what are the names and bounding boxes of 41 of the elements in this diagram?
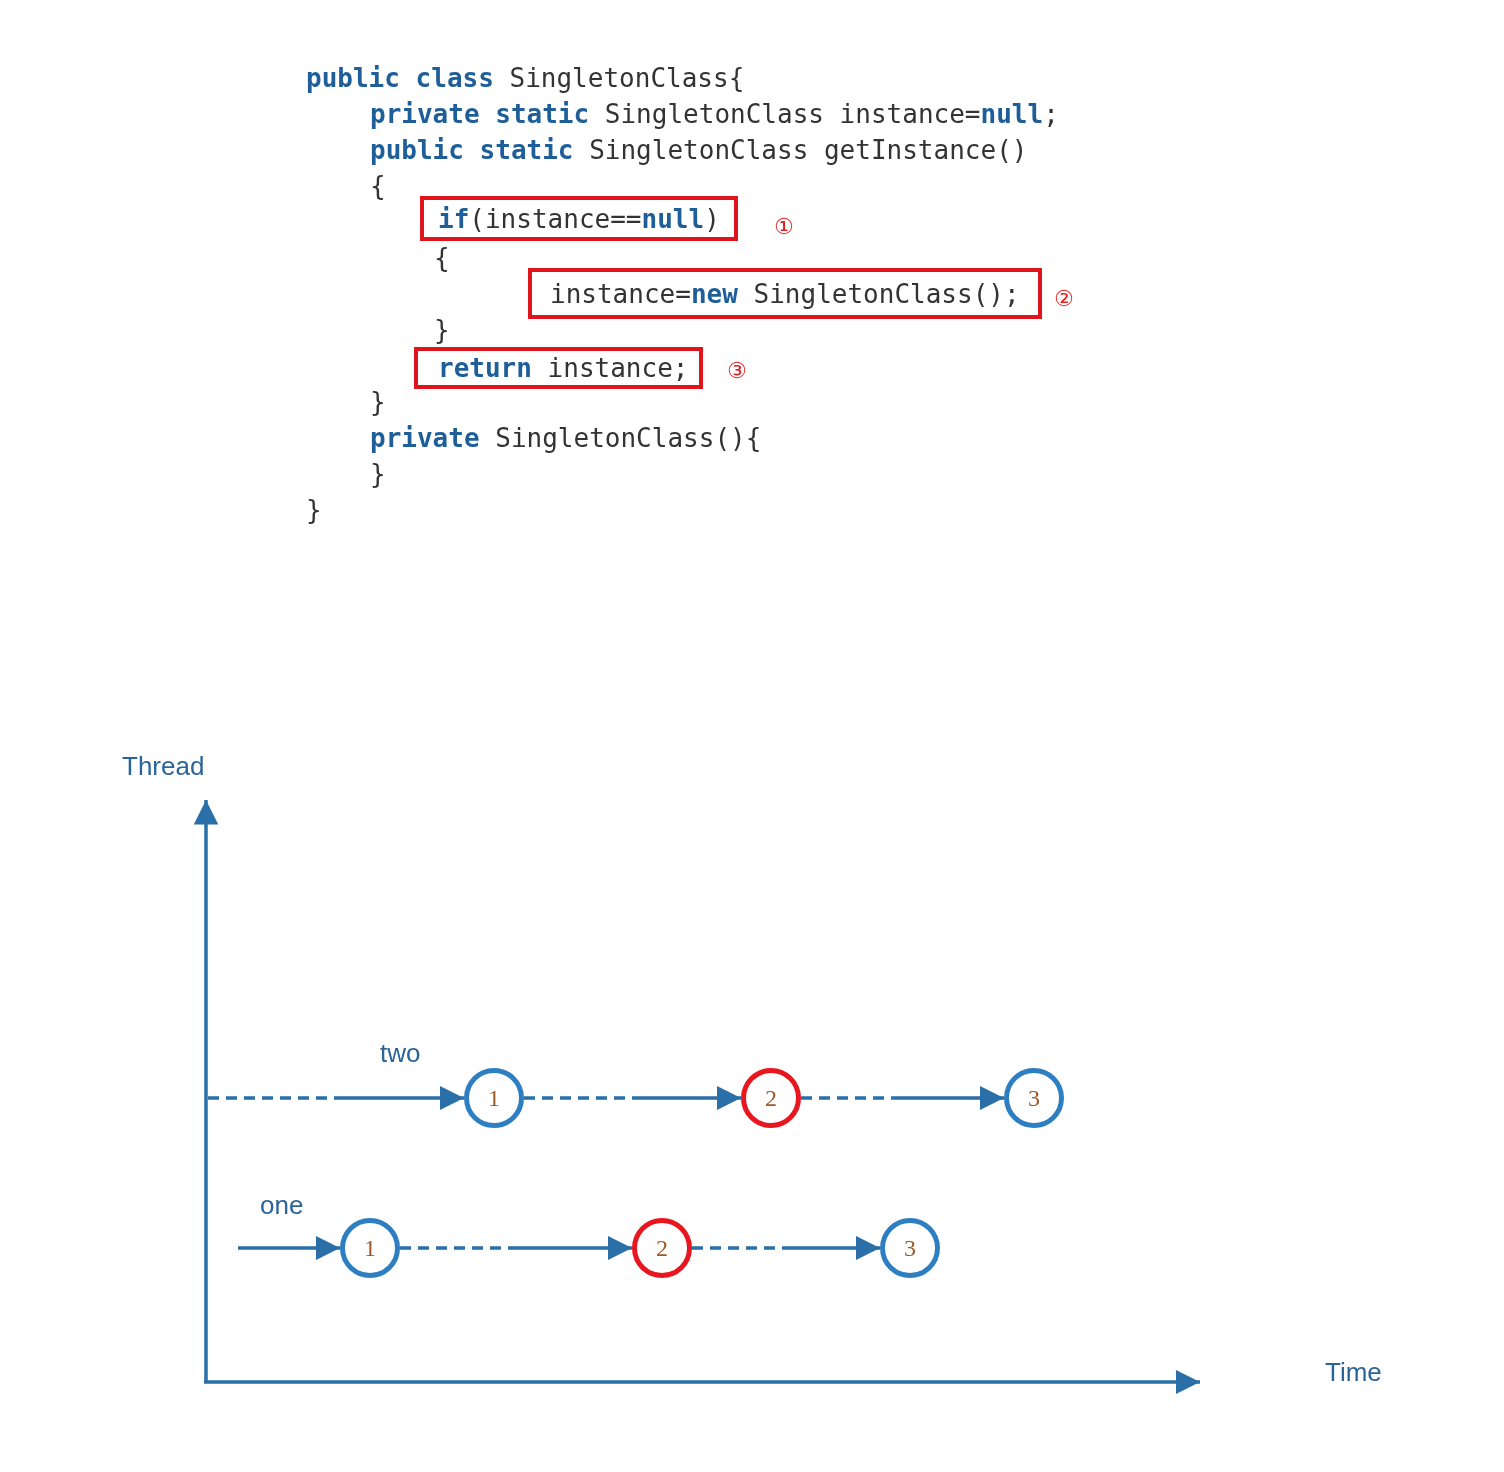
step-circle (340, 1218, 400, 1278)
step-circle (1004, 1068, 1064, 1128)
step-circle (632, 1218, 692, 1278)
code-line: { (370, 171, 386, 201)
code-line: public class SingletonClass{ (306, 63, 745, 93)
step-number: 3 (1028, 1084, 1040, 1112)
highlight-box (420, 196, 738, 241)
step-circle (741, 1068, 801, 1128)
code-line: } (370, 387, 386, 417)
code-line: public static SingletonClass getInstance() (370, 135, 1028, 165)
code-line: { (434, 243, 450, 273)
code-line: if(instance==null) (438, 203, 720, 234)
arrow (801, 1085, 1004, 1111)
thread-label: two (380, 1038, 421, 1068)
step-number: 3 (904, 1234, 916, 1262)
step-circle (464, 1068, 524, 1128)
step-number: 1 (488, 1084, 500, 1112)
step-marker: ② (1054, 286, 1074, 312)
arrow (524, 1085, 741, 1111)
step-number: 1 (364, 1234, 376, 1262)
thread-label: Thread (122, 751, 205, 781)
arrow (400, 1235, 632, 1261)
step-number: 2 (765, 1084, 777, 1112)
highlight-box (528, 268, 1042, 319)
code-line: } (306, 495, 322, 525)
step-marker: ③ (727, 358, 747, 384)
code-line: instance=new SingletonClass(); (550, 278, 1020, 309)
code-line: } (370, 459, 386, 489)
code-line: return instance; (438, 353, 689, 383)
step-marker: ① (774, 214, 794, 240)
thread-label: one (260, 1190, 304, 1220)
step-circle (880, 1218, 940, 1278)
code-line: private SingletonClass(){ (370, 423, 762, 453)
arrow (208, 1085, 464, 1111)
arrow (238, 1235, 340, 1261)
code-line: } (434, 315, 450, 345)
axis-label: Time (1325, 1357, 1382, 1387)
arrow (692, 1235, 880, 1261)
code-line: private static SingletonClass instance=null; (370, 99, 1059, 129)
step-number: 2 (656, 1234, 668, 1262)
highlight-box (414, 347, 703, 389)
